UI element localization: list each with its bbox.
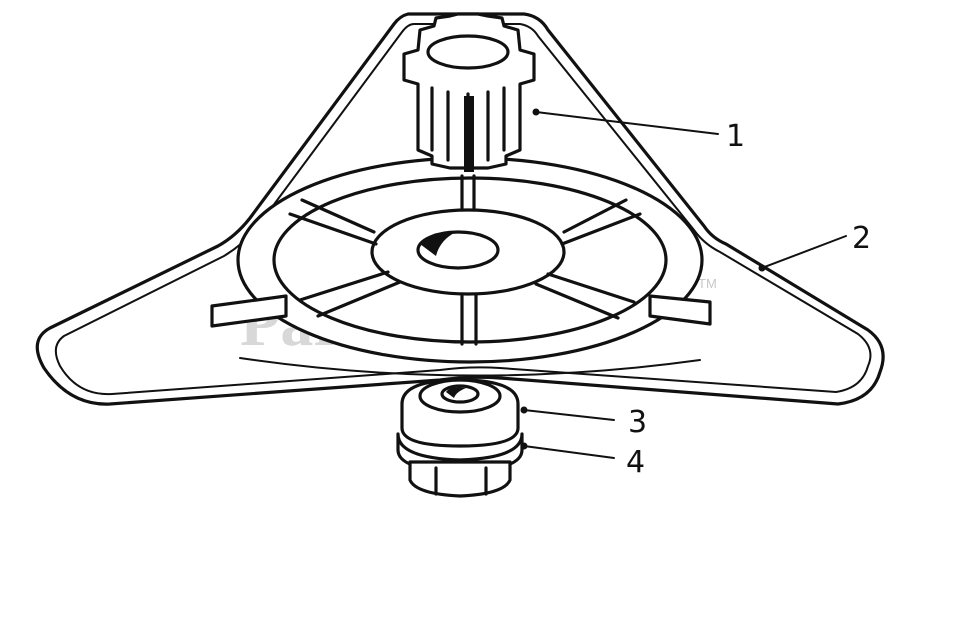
hub-top-bore — [426, 34, 510, 70]
leader-lines — [520, 108, 847, 459]
nut-part — [396, 432, 524, 498]
blade-lower-edge — [239, 357, 701, 377]
washer-hole-shadow — [446, 387, 466, 398]
nut-hex — [408, 460, 512, 498]
callout-1: 1 — [726, 119, 745, 154]
washer-part — [400, 378, 520, 448]
callout-4: 4 — [626, 445, 645, 480]
blade-spokes — [288, 174, 642, 346]
hub-spline-shadow — [464, 96, 474, 172]
blade-center-hole — [416, 230, 500, 270]
blade-hole-shadow — [420, 232, 456, 256]
callout-2: 2 — [852, 221, 871, 256]
callout-3: 3 — [628, 405, 647, 440]
blade-center-boss — [370, 208, 566, 296]
blade-outline — [35, 12, 885, 406]
hub-part — [402, 12, 536, 172]
blade-tab-right — [648, 294, 712, 326]
blade-ring-inner — [272, 176, 668, 344]
blade-part — [35, 12, 885, 406]
trademark-text: TM — [698, 276, 717, 291]
blade-tab-left — [210, 294, 288, 328]
